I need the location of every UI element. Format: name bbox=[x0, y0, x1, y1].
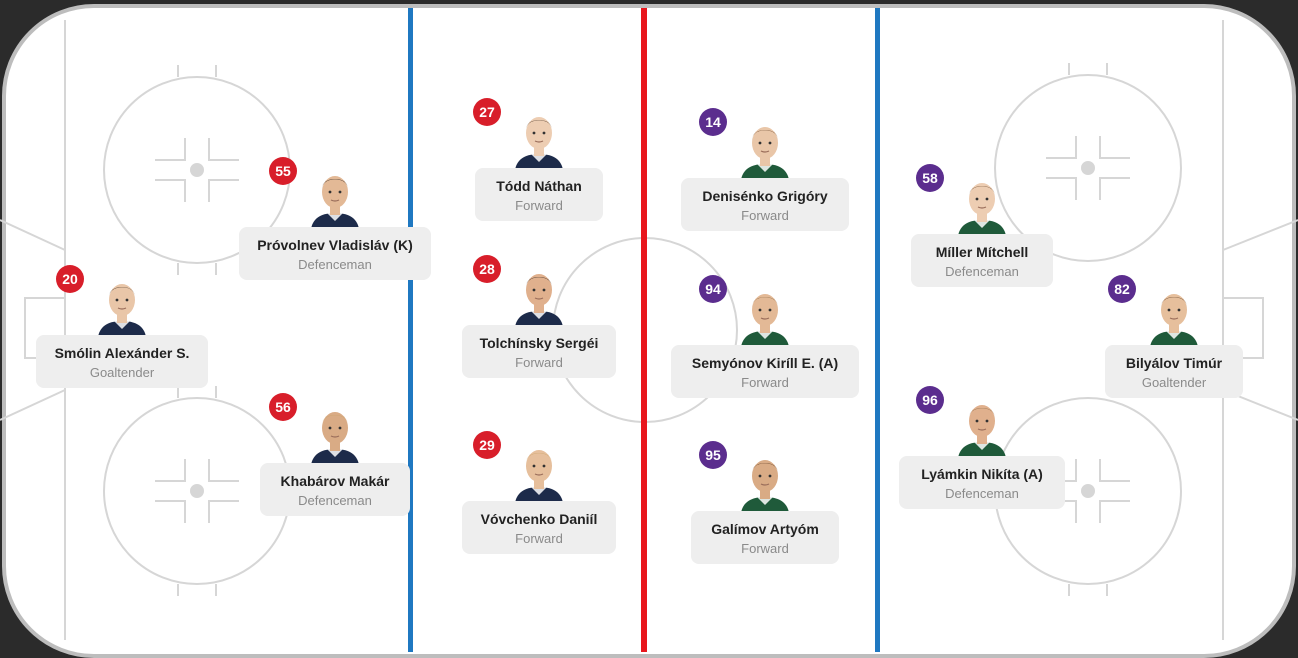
player-name: Tódd Náthan bbox=[496, 178, 582, 194]
faceoff-circle-right-top bbox=[994, 63, 1182, 262]
jersey-number-badge: 20 bbox=[56, 265, 84, 293]
player-photo bbox=[307, 167, 363, 229]
player-card[interactable]: Semyónov Kiríll E. (A) Forward bbox=[671, 345, 859, 398]
player-position: Defenceman bbox=[945, 264, 1019, 279]
player-name: Denisénko Grigóry bbox=[702, 188, 828, 204]
player-position: Defenceman bbox=[945, 486, 1019, 501]
player-name: Bilyálov Timúr bbox=[1125, 355, 1223, 371]
player-card[interactable]: Lyámkin Nikíta (A) Defenceman bbox=[899, 456, 1065, 509]
player-photo bbox=[737, 285, 793, 347]
player-photo bbox=[511, 108, 567, 170]
jersey-number-badge: 28 bbox=[473, 255, 501, 283]
player-position: Goaltender bbox=[89, 365, 155, 380]
player-name: Lyámkin Nikíta (A) bbox=[921, 466, 1043, 482]
jersey-number-badge: 14 bbox=[699, 108, 727, 136]
jersey-number-badge: 56 bbox=[269, 393, 297, 421]
player-position: Forward bbox=[515, 355, 563, 370]
player-photo bbox=[94, 275, 150, 337]
player-position: Forward bbox=[515, 531, 563, 546]
jersey-number-badge: 29 bbox=[473, 431, 501, 459]
player-name: Míller Mítchell bbox=[935, 244, 1029, 260]
jersey-number-badge: 27 bbox=[473, 98, 501, 126]
player-name: Vóvchenko Daniíl bbox=[480, 511, 598, 527]
player-photo bbox=[1146, 285, 1202, 347]
player-name: Próvolnev Vladisláv (K) bbox=[257, 237, 413, 253]
jersey-number-badge: 58 bbox=[916, 164, 944, 192]
player-name: Khabárov Makár bbox=[280, 473, 390, 489]
player-name: Galímov Artyóm bbox=[711, 521, 819, 537]
blue-line-left bbox=[408, 8, 413, 652]
player-name: Tolchínsky Sergéi bbox=[479, 335, 599, 351]
jersey-number-badge: 96 bbox=[916, 386, 944, 414]
player-position: Forward bbox=[515, 198, 563, 213]
player-photo bbox=[511, 265, 567, 327]
player-photo bbox=[737, 451, 793, 513]
red-line-center bbox=[641, 8, 647, 652]
jersey-number-badge: 55 bbox=[269, 157, 297, 185]
player-name: Smólin Alexánder S. bbox=[54, 345, 190, 361]
jersey-number-badge: 94 bbox=[699, 275, 727, 303]
player-position: Forward bbox=[741, 541, 789, 556]
player-card[interactable]: Smólin Alexánder S. Goaltender bbox=[36, 335, 208, 388]
player-photo bbox=[737, 118, 793, 180]
player-photo bbox=[954, 396, 1010, 458]
jersey-number-badge: 95 bbox=[699, 441, 727, 469]
player-photo bbox=[307, 403, 363, 465]
player-position: Defenceman bbox=[298, 493, 372, 508]
rink-boards bbox=[2, 4, 1296, 658]
player-name: Semyónov Kiríll E. (A) bbox=[691, 355, 839, 371]
crease-right bbox=[1223, 297, 1264, 359]
player-card[interactable]: Próvolnev Vladisláv (K) Defenceman bbox=[239, 227, 431, 280]
player-photo bbox=[954, 174, 1010, 236]
player-position: Forward bbox=[741, 375, 789, 390]
jersey-number-badge: 82 bbox=[1108, 275, 1136, 303]
player-position: Goaltender bbox=[1141, 375, 1207, 390]
player-position: Forward bbox=[741, 208, 789, 223]
blue-line-right bbox=[875, 8, 880, 652]
player-position: Defenceman bbox=[298, 257, 372, 272]
player-photo bbox=[511, 441, 567, 503]
